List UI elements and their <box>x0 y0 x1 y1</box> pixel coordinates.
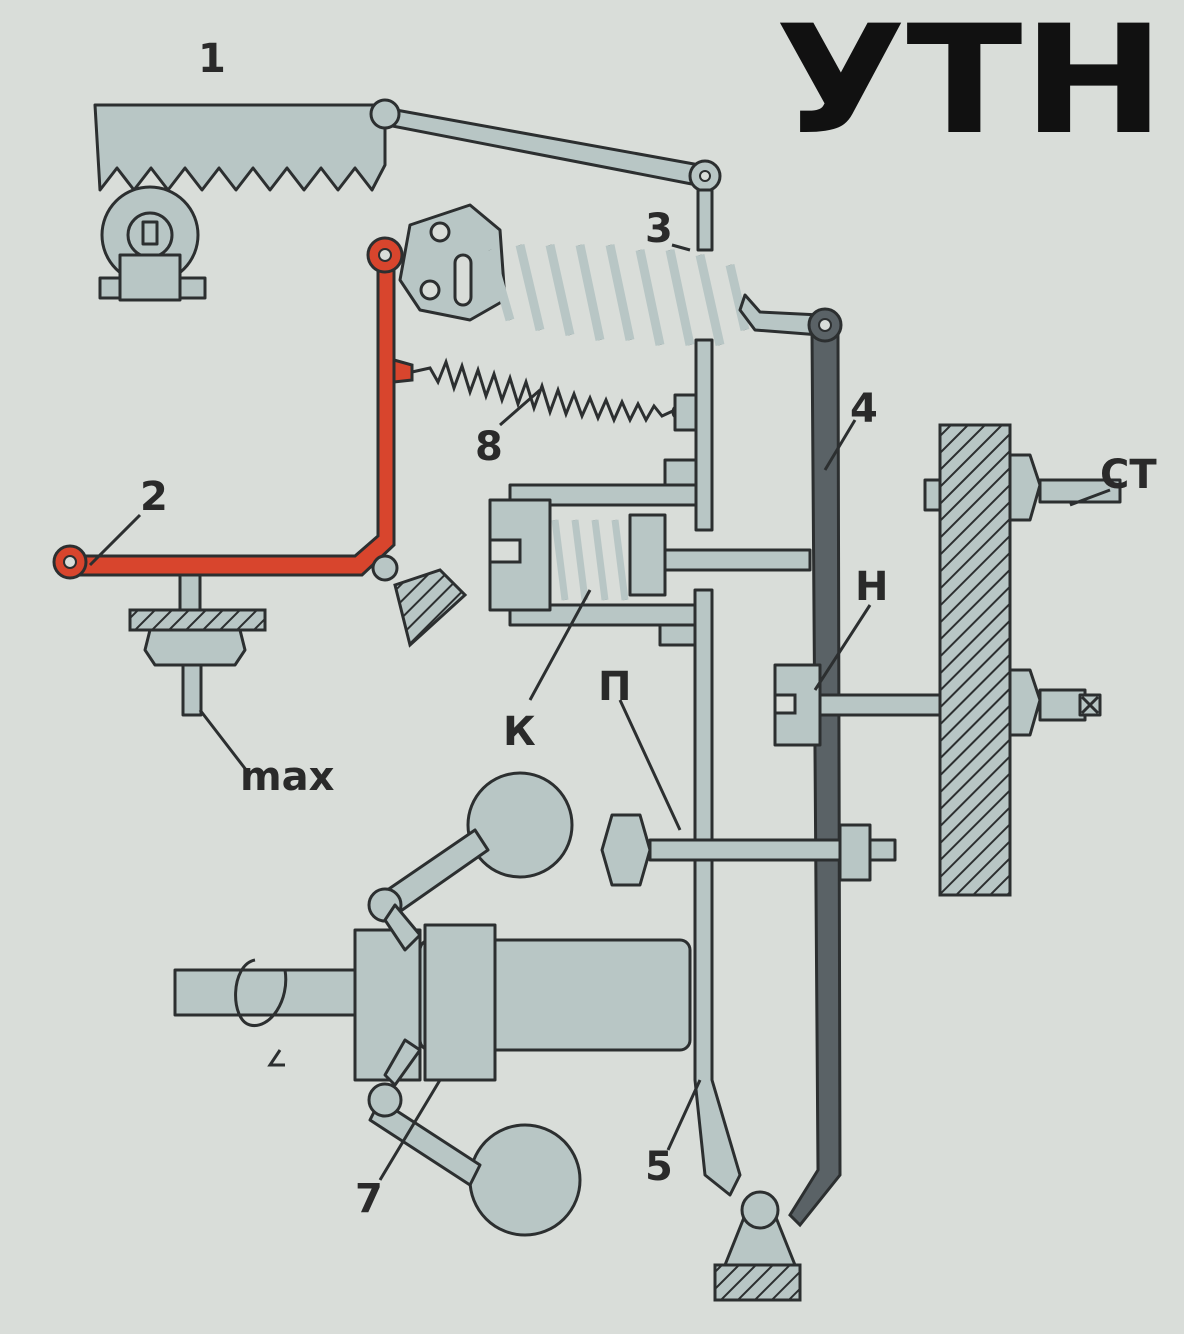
base-pivot <box>713 1190 802 1302</box>
lever <box>693 588 742 1197</box>
link-rod <box>369 98 722 252</box>
label-5: 5 <box>645 1144 673 1190</box>
label-7: 7 <box>355 1176 383 1222</box>
max-stop <box>128 573 267 717</box>
leader-lines <box>88 243 1111 1181</box>
guide-bar <box>663 338 714 532</box>
label-4: 4 <box>850 386 878 432</box>
pivot-pin <box>371 554 399 582</box>
flyweight-assembly <box>173 771 692 1237</box>
label-max: max <box>240 754 335 800</box>
label-st: СТ <box>1100 452 1157 498</box>
wall <box>923 423 1122 897</box>
label-3: 3 <box>645 206 673 252</box>
label-k: К <box>503 709 536 755</box>
red-lever <box>52 236 414 580</box>
small-spring <box>411 357 676 424</box>
pinion-gear <box>98 185 207 302</box>
label-p: П <box>598 664 631 710</box>
rack <box>93 103 387 192</box>
stop-wedge <box>393 568 468 648</box>
corrector <box>488 483 812 647</box>
label-n: Н <box>855 564 888 610</box>
label-2: 2 <box>140 474 168 520</box>
label-8: 8 <box>475 424 503 470</box>
adjust-nut <box>773 663 942 747</box>
stop-bolt <box>600 813 897 887</box>
label-1: 1 <box>198 36 226 82</box>
title: УТН <box>775 0 1165 168</box>
dark-lever <box>788 307 843 1228</box>
main-spring <box>398 203 822 346</box>
